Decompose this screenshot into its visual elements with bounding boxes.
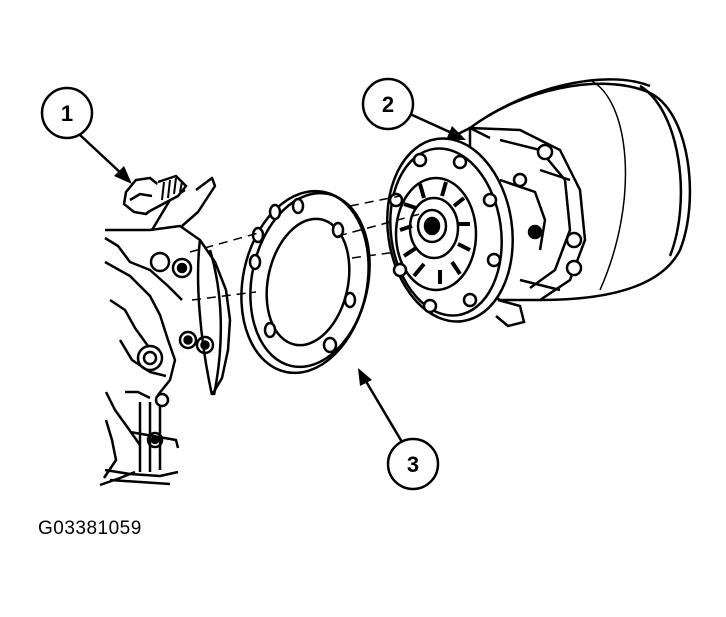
mounting-bolt — [122, 174, 188, 216]
callout-1: 1 — [40, 86, 132, 184]
callout-3: 3 — [358, 368, 440, 491]
mounting-bracket — [99, 176, 232, 487]
bracket-bolt-heads — [136, 251, 215, 449]
callout-3-label: 3 — [407, 452, 419, 477]
callout-1-label: 1 — [61, 101, 73, 126]
gasket — [240, 189, 371, 375]
pump-assembly — [386, 78, 692, 328]
callout-2: 2 — [361, 77, 466, 140]
alignment-lines — [189, 195, 421, 301]
figure-id: G03381059 — [38, 518, 142, 539]
callout-2-label: 2 — [382, 92, 394, 117]
